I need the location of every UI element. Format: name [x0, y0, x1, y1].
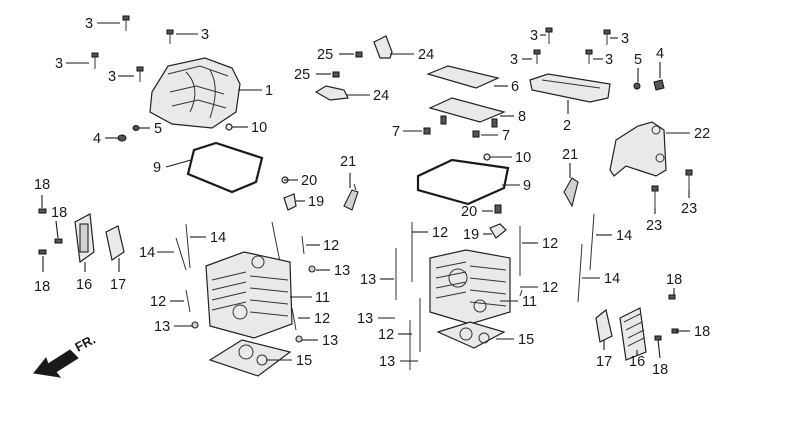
head-cover-left: [149, 57, 241, 129]
callout-22: 22: [694, 126, 710, 142]
pipe-parts-middle: [314, 35, 393, 101]
callout-23: 23: [681, 201, 697, 217]
callout-12: 12: [323, 238, 339, 254]
callout-13: 13: [334, 263, 350, 279]
callout-3: 3: [85, 16, 93, 32]
callout-21: 21: [340, 154, 356, 170]
callout-14: 14: [210, 230, 226, 246]
small-parts-left-side: [38, 208, 125, 264]
callout-14: 14: [604, 271, 620, 287]
callout-18: 18: [666, 272, 682, 288]
callout-12: 12: [432, 225, 448, 241]
callout-7: 7: [392, 124, 400, 140]
callout-12: 12: [542, 236, 558, 252]
rocker-holder-right: [529, 73, 611, 103]
callout-3: 3: [55, 56, 63, 72]
callout-3: 3: [621, 31, 629, 47]
bracket-right: [609, 121, 667, 177]
callout-labels: 3 3 3 3 3 3 3 3 1 4 5 10 9 18 18 18 16 1…: [34, 16, 710, 378]
callout-3: 3: [201, 27, 209, 43]
callout-3: 3: [510, 52, 518, 68]
front-direction-arrow: FR.: [33, 332, 98, 378]
plates-middle: [426, 65, 506, 123]
callout-11: 11: [522, 294, 537, 310]
callout-25: 25: [294, 67, 310, 83]
callout-18: 18: [694, 324, 710, 340]
spark-plug-middle: [563, 177, 579, 208]
callout-18: 18: [34, 279, 50, 295]
head-studs-right: [577, 213, 595, 303]
callout-18: 18: [51, 205, 67, 221]
callout-16: 16: [76, 277, 92, 293]
callout-24: 24: [418, 47, 434, 63]
callout-6: 6: [511, 79, 519, 95]
head-gasket-left: [208, 339, 292, 377]
callout-13: 13: [154, 319, 170, 335]
callout-3: 3: [605, 52, 613, 68]
callout-19: 19: [308, 194, 324, 210]
head-cover-gasket-left: [186, 141, 264, 194]
callout-19: 19: [463, 227, 479, 243]
callout-18: 18: [34, 177, 50, 193]
callout-4: 4: [656, 46, 664, 62]
callout-13: 13: [379, 354, 395, 370]
callout-13: 13: [357, 311, 373, 327]
head-gasket-middle: [436, 321, 506, 349]
callout-21: 21: [562, 147, 578, 163]
head-studs-left: [175, 221, 316, 343]
callout-1: 1: [265, 83, 273, 99]
callout-17: 17: [110, 277, 126, 293]
bolts-right-bracket: [651, 169, 693, 208]
callout-11: 11: [315, 290, 330, 306]
callout-3: 3: [530, 28, 538, 44]
callout-17: 17: [596, 354, 612, 370]
callout-12: 12: [150, 294, 166, 310]
head-cover-gasket-middle: [416, 158, 510, 206]
callout-13: 12: [542, 280, 558, 296]
callout-12: 12: [378, 327, 394, 343]
callout-14: 14: [139, 245, 155, 261]
callout-7: 7: [502, 128, 510, 144]
front-direction-label: FR.: [72, 332, 98, 355]
callout-5: 5: [154, 121, 162, 137]
callout-15: 15: [518, 332, 534, 348]
callout-24: 24: [373, 88, 389, 104]
callout-4: 4: [93, 131, 101, 147]
head-studs-middle: [395, 222, 523, 370]
small-parts-left-cover: [117, 123, 233, 142]
callout-5: 5: [634, 52, 642, 68]
callout-12: 12: [314, 311, 330, 327]
callout-25: 25: [317, 47, 333, 63]
callout-12: 13: [360, 272, 376, 288]
callout-20: 20: [301, 173, 317, 189]
small-parts-right-top: [633, 79, 665, 91]
callout-3: 3: [108, 69, 116, 85]
bolt-group-top-left: [91, 15, 174, 82]
callout-15: 15: [296, 353, 312, 369]
callout-20: 20: [461, 204, 477, 220]
spark-plug-left: [343, 183, 359, 211]
callout-10: 10: [251, 120, 267, 136]
bolts-middle: [423, 115, 498, 161]
cylinder-head-middle: [429, 249, 511, 325]
callout-2: 2: [563, 118, 571, 134]
callout-13: 13: [322, 333, 338, 349]
callout-16: 16: [629, 354, 645, 370]
callout-8: 8: [518, 109, 526, 125]
callout-10: 10: [515, 150, 531, 166]
callout-23: 23: [646, 218, 662, 234]
bolt-group-top-right: [533, 27, 611, 64]
callout-14: 14: [616, 228, 632, 244]
small-parts-middle-2: [489, 204, 507, 239]
leader-lines: [41, 22, 690, 362]
callout-9: 9: [523, 178, 531, 194]
small-parts-right-side: [595, 294, 679, 361]
cylinder-head-left: [205, 251, 293, 339]
callout-9: 9: [153, 160, 161, 176]
small-parts-left-middle: [281, 176, 297, 211]
callout-18: 18: [652, 362, 668, 378]
